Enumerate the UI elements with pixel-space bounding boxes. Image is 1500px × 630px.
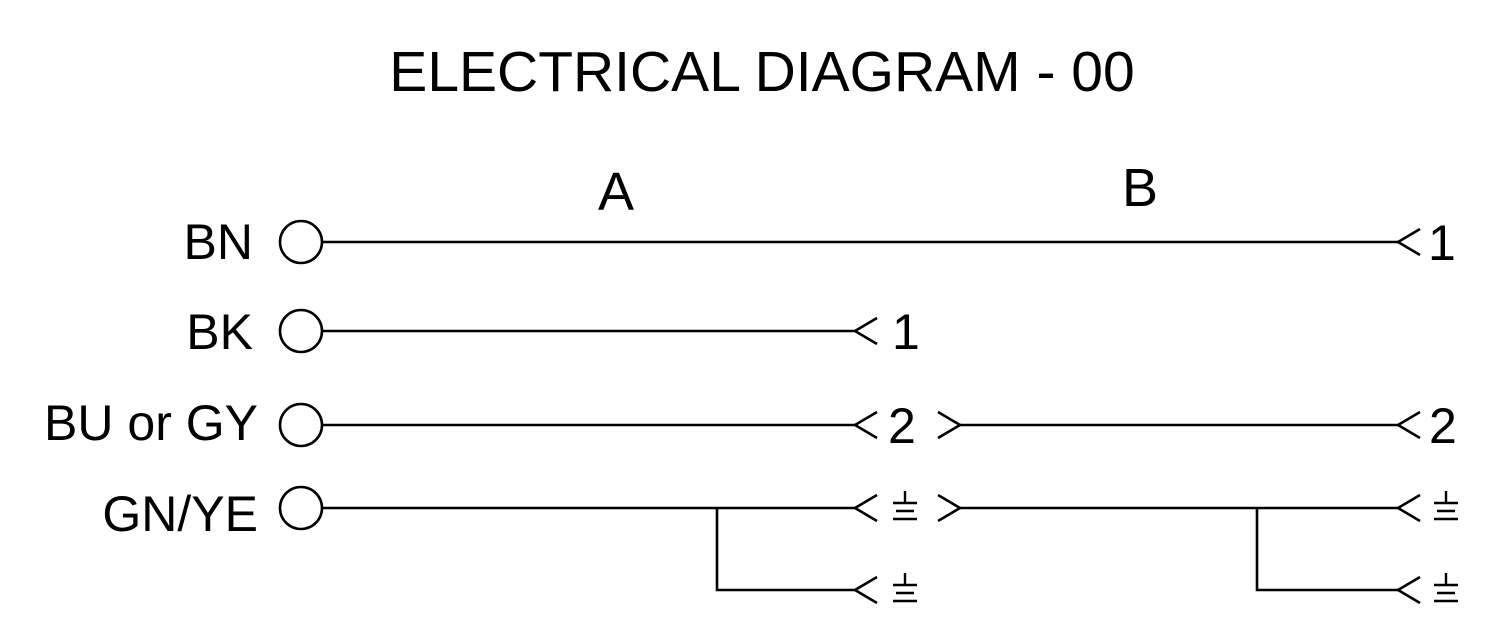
connector-arrow-bn-b	[1395, 227, 1421, 257]
ground-icon	[1434, 573, 1458, 603]
section-b-label: B	[1122, 158, 1158, 218]
ground-icon	[893, 491, 917, 521]
ground-icon	[1434, 491, 1458, 521]
connector-arrow-bu-mid	[937, 410, 963, 440]
diagram-title: ELECTRICAL DIAGRAM - 00	[389, 40, 1134, 104]
terminal-gn-ye	[278, 485, 324, 531]
wire-label-bk: BK	[186, 304, 253, 360]
pin-bk-a: 1	[892, 304, 920, 360]
connector-arrow-bu-a	[852, 410, 878, 440]
connector-arrow-bk-a	[852, 316, 878, 346]
section-a-label: A	[598, 162, 634, 222]
terminal-bk	[278, 308, 324, 354]
connector-arrow-branch-a	[852, 575, 878, 605]
connector-arrow-gn-mid	[937, 493, 963, 523]
branch-a	[715, 508, 855, 592]
connector-arrow-bu-b	[1395, 410, 1421, 440]
wire-label-bn: BN	[184, 214, 253, 270]
pin-bn-b: 1	[1428, 215, 1456, 271]
pin-bu-a: 2	[888, 398, 916, 454]
wire-label-bu-gy: BU or GY	[44, 395, 258, 451]
branch-b	[1255, 508, 1398, 592]
wire-label-gn-ye: GN/YE	[102, 486, 258, 542]
ground-icon	[893, 573, 917, 603]
connector-arrow-gn-b	[1395, 493, 1421, 523]
connector-arrow-gn-a	[852, 493, 878, 523]
pin-bu-b: 2	[1429, 398, 1457, 454]
terminal-bu-gy	[278, 402, 324, 448]
connector-arrow-branch-b	[1395, 575, 1421, 605]
terminal-bn	[278, 219, 324, 265]
